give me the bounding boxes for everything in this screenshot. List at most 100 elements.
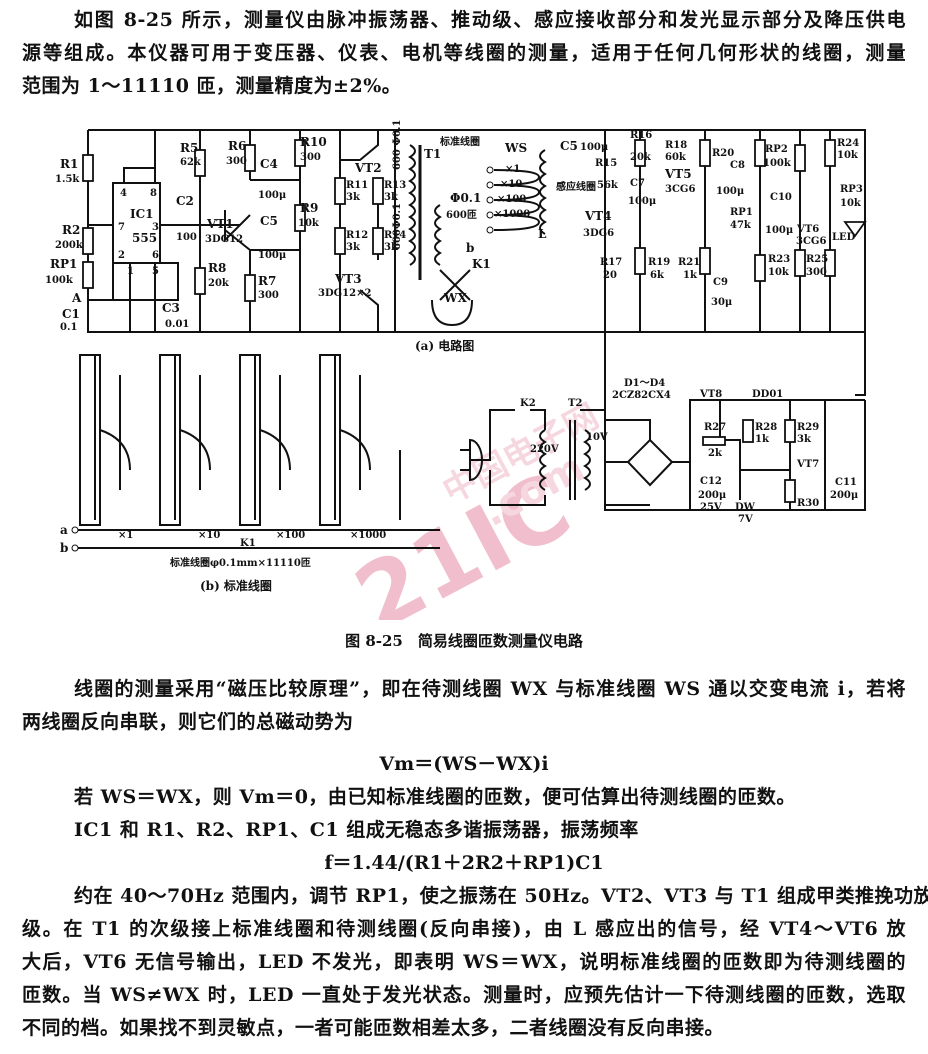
svg-text:200μ: 200μ (698, 490, 726, 501)
svg-text:×1: ×1 (118, 530, 133, 541)
svg-text:C8: C8 (730, 160, 745, 171)
svg-text:R21: R21 (678, 257, 700, 268)
body-line: IC1 和 R1、R2、RP1、C1 组成无稳态多谐振荡器，振荡频率 (74, 819, 639, 841)
svg-text:VT1: VT1 (206, 217, 234, 231)
svg-text:2k: 2k (708, 448, 723, 459)
svg-text:标准线圈φ0.1mm×11110匝: 标准线圈φ0.1mm×11110匝 (169, 556, 311, 569)
svg-text:K2: K2 (520, 398, 536, 409)
svg-text:6k: 6k (650, 270, 665, 281)
svg-text:VT5: VT5 (664, 167, 692, 181)
svg-text:R25: R25 (806, 254, 828, 265)
svg-text:3: 3 (152, 222, 159, 233)
svg-text:R20: R20 (712, 148, 734, 159)
svg-text:VT7: VT7 (796, 459, 819, 470)
svg-text:2CZ82CX4: 2CZ82CX4 (612, 390, 671, 401)
svg-text:300: 300 (226, 156, 247, 167)
svg-text:4: 4 (120, 188, 127, 199)
svg-text:3DG12×2: 3DG12×2 (318, 288, 371, 299)
svg-text:60k: 60k (665, 152, 687, 163)
svg-text:300: 300 (806, 267, 827, 278)
svg-text:×1000: ×1000 (494, 209, 530, 220)
svg-text:VT3: VT3 (334, 272, 362, 286)
circuit-a-wiring (82, 129, 867, 511)
svg-text:IC1: IC1 (130, 207, 154, 221)
svg-text:300: 300 (258, 290, 279, 301)
svg-text:3k: 3k (384, 242, 399, 253)
svg-text:a: a (60, 523, 68, 537)
svg-text:100μ: 100μ (258, 250, 286, 261)
svg-text:K1: K1 (240, 538, 256, 549)
svg-text:20k: 20k (208, 278, 230, 289)
svg-text:10V: 10V (586, 432, 608, 443)
svg-text:C10: C10 (770, 192, 792, 203)
svg-text:Φ0.1: Φ0.1 (450, 191, 481, 205)
svg-text:R1: R1 (60, 157, 78, 171)
svg-text:R19: R19 (648, 257, 670, 268)
body-line: 若 WS＝WX，则 Vm＝0，由已知标准线圈的匝数，便可估算出待测线圈的匝数。 (74, 786, 796, 808)
svg-text:100μ: 100μ (258, 190, 286, 201)
svg-text:3k: 3k (346, 192, 361, 203)
svg-text:R28: R28 (755, 422, 777, 433)
svg-text:R13: R13 (384, 180, 406, 191)
svg-text:C4: C4 (260, 157, 278, 171)
svg-text:R10: R10 (300, 135, 327, 149)
svg-text:R18: R18 (665, 140, 687, 151)
svg-text:220V: 220V (530, 444, 559, 455)
svg-text:RP1: RP1 (730, 207, 753, 218)
svg-text:R9: R9 (300, 201, 318, 215)
svg-text:1.5k: 1.5k (55, 174, 80, 185)
svg-text:C12: C12 (700, 476, 722, 487)
svg-text:VT2: VT2 (354, 161, 382, 175)
svg-text:R27: R27 (704, 422, 726, 433)
svg-text:7V: 7V (738, 514, 753, 525)
svg-text:C1: C1 (62, 307, 80, 321)
svg-text:200μ: 200μ (830, 490, 858, 501)
svg-text:R14: R14 (384, 230, 406, 241)
svg-text:×100: ×100 (497, 194, 526, 205)
watermark: 21IC 中国电子网 .com (339, 396, 605, 620)
svg-text:A: A (71, 291, 82, 305)
svg-text:K1: K1 (472, 257, 491, 271)
svg-text:R15: R15 (595, 158, 617, 169)
svg-text:600匝: 600匝 (446, 209, 477, 221)
svg-text:56k: 56k (597, 180, 619, 191)
svg-text:VT4: VT4 (584, 209, 612, 223)
svg-text:1: 1 (127, 266, 134, 277)
svg-text:b: b (60, 541, 68, 555)
svg-text:2: 2 (118, 250, 125, 261)
svg-text:L: L (538, 227, 547, 241)
svg-text:R24: R24 (837, 138, 859, 149)
body-line: 两线圈反向串联，则它们的总磁动势为 (22, 711, 354, 733)
svg-text:100μ: 100μ (628, 196, 656, 207)
svg-text:RP3: RP3 (840, 184, 863, 195)
svg-text:200k: 200k (55, 240, 84, 251)
svg-text:C5: C5 (260, 214, 278, 228)
svg-text:R30: R30 (797, 498, 819, 509)
svg-text:3DG12: 3DG12 (205, 234, 243, 245)
svg-text:感应线圈: 感应线圈 (556, 180, 596, 193)
part-b-label: (b) 标准线圈 (200, 578, 272, 593)
svg-text:3CG6: 3CG6 (796, 236, 826, 247)
formula-frequency: f＝1.44/(R1＋2R2＋RP1)C1 (324, 852, 604, 874)
svg-text:WS: WS (504, 141, 527, 155)
svg-text:RP2: RP2 (765, 144, 788, 155)
svg-text:×100: ×100 (276, 530, 305, 541)
svg-text:C7: C7 (630, 178, 645, 189)
svg-text:R7: R7 (258, 274, 276, 288)
formula-vm: Vm＝(WS－WX)i (379, 753, 549, 775)
svg-text:100μ: 100μ (580, 142, 608, 153)
svg-text:300: 300 (300, 152, 321, 163)
svg-text:10k: 10k (837, 150, 859, 161)
svg-text:C11: C11 (835, 477, 857, 488)
svg-text:10k: 10k (768, 267, 790, 278)
svg-text:R2: R2 (62, 223, 80, 237)
part-a-label: (a) 电路图 (415, 338, 474, 353)
svg-text:1k: 1k (755, 434, 770, 445)
svg-text:47k: 47k (730, 220, 752, 231)
svg-text:20: 20 (603, 270, 617, 281)
circuit-diagram: 21IC 中国电子网 .com (45, 120, 867, 620)
intro-line: 源等组成。本仪器可用于变压器、仪表、电机等线圈的测量，适用于任何几何形状的线圈，… (22, 42, 906, 64)
svg-text:62k: 62k (180, 157, 202, 168)
svg-text:100k: 100k (763, 158, 792, 169)
